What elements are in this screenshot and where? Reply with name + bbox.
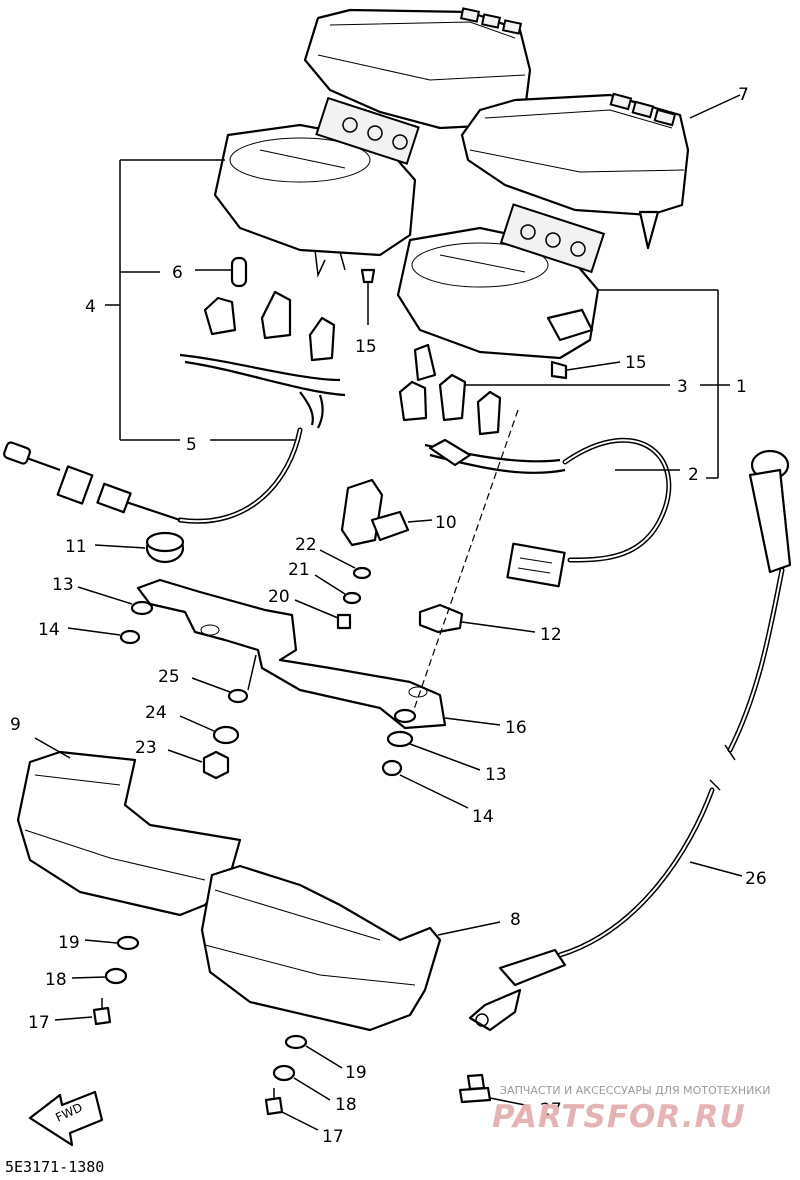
diagram-code: 5E3171-1380 <box>5 1158 104 1175</box>
nut-22 <box>319 549 372 580</box>
label-19-right: 19 <box>345 1063 367 1083</box>
watermark-tagline: ЗАПЧАСТИ И АКСЕССУАРЫ ДЛЯ МОТОТЕХНИКИ <box>500 1084 770 1097</box>
label-27: 27 <box>540 1100 562 1120</box>
label-4: 4 <box>85 297 96 317</box>
label-14-right: 14 <box>472 807 494 827</box>
label-25: 25 <box>158 667 180 687</box>
label-17-right: 17 <box>322 1127 344 1147</box>
meter-assembly-left <box>213 96 420 278</box>
label-15-right: 15 <box>625 353 647 373</box>
screw-17-left <box>54 998 112 1026</box>
screw-15-left <box>360 268 376 325</box>
label-19-left: 19 <box>58 933 80 953</box>
label-11: 11 <box>65 537 87 557</box>
group-bracket-4 <box>105 159 295 441</box>
damper-24 <box>179 715 240 745</box>
label-14-left: 14 <box>38 620 60 640</box>
meter-cover-8 <box>200 864 501 1032</box>
wire-harness-5 <box>3 353 346 524</box>
collar-16 <box>393 708 501 726</box>
label-8: 8 <box>510 910 521 930</box>
label-15-left: 15 <box>355 337 377 357</box>
bulb-sockets-left <box>203 290 336 362</box>
label-24: 24 <box>145 703 167 723</box>
meter-stay-bracket <box>136 578 447 730</box>
watermark-brand: PARTSFOR.RU <box>492 1099 746 1135</box>
label-17-left: 17 <box>28 1013 50 1033</box>
bulb-sockets-right-3 <box>398 343 502 436</box>
label-16: 16 <box>505 718 527 738</box>
washer-21 <box>314 574 362 605</box>
washer-19-left <box>84 935 140 951</box>
bulb-6 <box>195 256 248 288</box>
screw-17-right <box>264 1088 319 1131</box>
group-bracket-1 <box>465 289 730 479</box>
collar-18-left <box>71 967 128 985</box>
speedometer-cable-26 <box>468 449 792 1032</box>
label-26: 26 <box>745 869 767 889</box>
label-1: 1 <box>736 377 747 397</box>
bolt-27 <box>458 1073 531 1107</box>
label-13-left: 13 <box>52 575 74 595</box>
label-20: 20 <box>268 587 290 607</box>
label-6: 6 <box>172 263 183 283</box>
label-13-right: 13 <box>485 765 507 785</box>
label-3: 3 <box>677 377 688 397</box>
grommet-11 <box>94 531 185 564</box>
label-5: 5 <box>186 435 197 455</box>
meter-assembly-right <box>396 203 606 360</box>
washer-13-right <box>386 730 481 771</box>
label-18-left: 18 <box>45 970 67 990</box>
wire-harness-2 <box>424 437 672 588</box>
label-7: 7 <box>738 85 749 105</box>
label-18-right: 18 <box>335 1095 357 1115</box>
label-21: 21 <box>288 560 310 580</box>
label-12: 12 <box>540 625 562 645</box>
nut-14-right <box>381 759 469 809</box>
label-2: 2 <box>688 465 699 485</box>
bracket-10 <box>340 478 433 547</box>
collar-25 <box>191 654 257 704</box>
washer-19-right <box>284 1034 343 1069</box>
nut-14-left <box>67 627 141 645</box>
washer-13-left <box>77 586 154 616</box>
label-10: 10 <box>435 513 457 533</box>
damper-12 <box>418 603 536 634</box>
bolt-20 <box>294 599 352 630</box>
collar-18-right <box>272 1064 331 1101</box>
label-9: 9 <box>10 715 21 735</box>
nut-23 <box>167 749 230 780</box>
meter-cover-7 <box>460 92 741 250</box>
fwd-arrow-icon: FWD <box>28 1090 104 1147</box>
alignment-dashline <box>411 409 519 716</box>
label-22: 22 <box>295 535 317 555</box>
screw-15-right <box>550 360 621 380</box>
label-23: 23 <box>135 738 157 758</box>
